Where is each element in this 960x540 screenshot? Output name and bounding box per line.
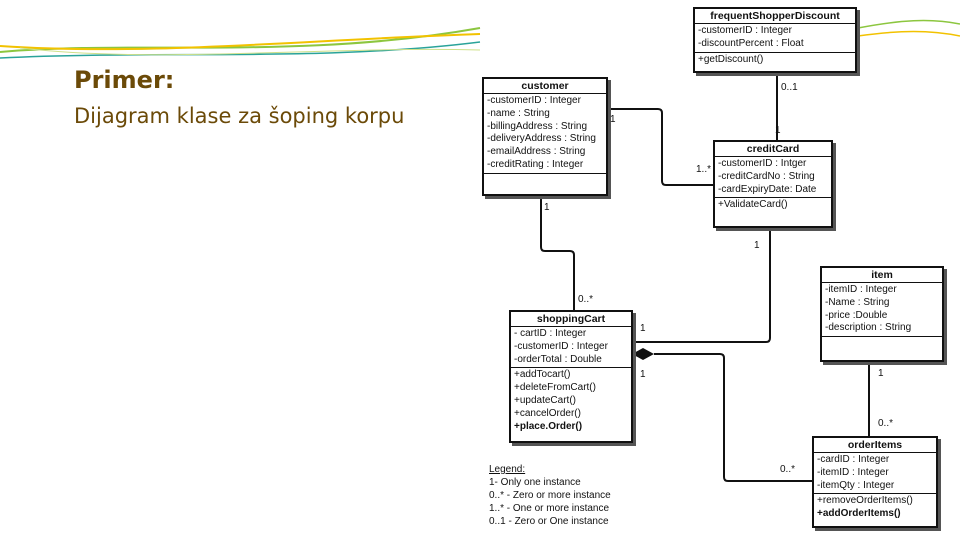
line-customer-cart: [540, 196, 575, 312]
class-customer[interactable]: customer -customerID : Integer -name : S…: [482, 77, 608, 196]
multiplicity-label: 1: [775, 125, 781, 136]
attribute: -description : String: [825, 322, 912, 334]
multiplicity-label: 1: [754, 240, 760, 251]
attribute: -Name : String: [825, 296, 890, 308]
class-item[interactable]: item -itemID : Integer -Name : String -p…: [820, 266, 944, 362]
multiplicity-label: 1: [878, 368, 884, 379]
attribute: -cardID : Integer: [817, 454, 890, 465]
attribute: -discountPercent : Float: [698, 37, 804, 49]
class-name: customer: [484, 79, 606, 94]
class-credit-card[interactable]: creditCard -customerID : Intger -creditC…: [713, 140, 833, 228]
legend-entry: 0..1 - Zero or One instance: [489, 516, 609, 527]
attribute: -customerID : Integer: [698, 25, 792, 36]
class-name: item: [822, 268, 942, 283]
attribute: -customerID : Integer: [487, 95, 581, 106]
attribute: -creditRating : Integer: [487, 158, 584, 170]
methods-empty: [484, 174, 606, 190]
attribute: -creditCardNo : String: [718, 170, 815, 182]
multiplicity-label: 0..*: [878, 418, 894, 429]
multiplicity-label: 0..*: [578, 294, 594, 305]
class-frequent-shopper-discount[interactable]: frequentShopperDiscount -customerID : In…: [693, 7, 857, 73]
attribute: -billingAddress : String: [487, 120, 588, 132]
class-shopping-cart[interactable]: shoppingCart - cartID : Integer -custome…: [509, 310, 633, 443]
class-name: orderItems: [814, 438, 936, 453]
attribute: -itemID : Integer: [825, 284, 897, 295]
attribute: -price :Double: [825, 309, 888, 321]
method: +place.Order(): [514, 420, 583, 432]
method: +removeOrderItems(): [817, 495, 913, 507]
method: +getDiscount(): [698, 53, 764, 65]
attribute: -customerID : Intger: [718, 158, 807, 169]
method: +updateCart(): [514, 394, 576, 406]
attribute: -customerID : Integer: [514, 340, 608, 352]
class-name: shoppingCart: [511, 312, 631, 327]
attribute: -itemQty : Integer: [817, 479, 895, 491]
method: +deleteFromCart(): [514, 382, 596, 394]
multiplicity-label: 1: [640, 369, 646, 380]
legend-entry: 1..* - One or more instance: [489, 503, 610, 514]
attribute: -orderTotal : Double: [514, 353, 602, 365]
slide-subtitle: Dijagram klase za šoping korpu: [74, 104, 405, 128]
attribute: -emailAddress : String: [487, 146, 586, 158]
legend: Legend: 1- Only one instance 0..* - Zero…: [489, 463, 611, 528]
multiplicity-label: 1..*: [696, 164, 712, 175]
method: +cancelOrder(): [514, 407, 581, 419]
legend-entry: 1- Only one instance: [489, 477, 581, 488]
multiplicity-label: 1: [544, 202, 550, 213]
class-order-items[interactable]: orderItems -cardID : Integer -itemID : I…: [812, 436, 938, 528]
multiplicity-label: 1: [640, 323, 646, 334]
composition-diamond: [632, 348, 654, 360]
multiplicity-label: 1: [610, 114, 616, 125]
attribute: -cardExpiryDate: Date: [718, 183, 817, 195]
attribute: -name : String: [487, 107, 550, 119]
attribute: -deliveryAddress : String: [487, 133, 596, 145]
multiplicity-label: 0..*: [780, 464, 796, 475]
legend-entry: 0..* - Zero or more instance: [489, 490, 611, 501]
slide-title: Primer:: [74, 66, 175, 94]
method: +ValidateCard(): [718, 199, 788, 211]
methods-empty: [822, 337, 942, 353]
multiplicity-label: 0..1: [781, 82, 798, 93]
attribute: - cartID : Integer: [514, 328, 587, 339]
method: +addTocart(): [514, 369, 571, 381]
line-cart-orderitems: [654, 353, 813, 482]
class-name: frequentShopperDiscount: [695, 9, 855, 24]
line-creditcard-cart: [632, 228, 771, 343]
method: +addOrderItems(): [817, 508, 901, 520]
line-customer-creditcard: [606, 108, 714, 186]
attribute: -itemID : Integer: [817, 466, 889, 478]
legend-title: Legend:: [489, 464, 526, 475]
class-name: creditCard: [715, 142, 831, 157]
